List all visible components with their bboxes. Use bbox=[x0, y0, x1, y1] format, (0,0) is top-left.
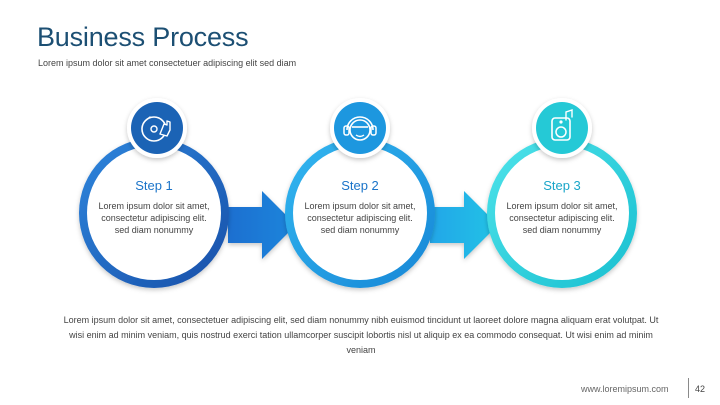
step-1-circle bbox=[79, 138, 229, 288]
step-3-circle bbox=[487, 138, 637, 288]
footer-divider bbox=[688, 378, 689, 398]
step-2-title: Step 2 bbox=[341, 178, 379, 193]
step-1-text: Lorem ipsum dolor sit amet, consectetur … bbox=[98, 201, 210, 235]
page-number: 42 bbox=[695, 384, 706, 394]
page-title: Business Process bbox=[37, 22, 249, 52]
arrow-1-to-2 bbox=[228, 191, 296, 259]
turntable-hand-icon bbox=[127, 98, 187, 158]
step-2-text: Lorem ipsum dolor sit amet, consectetur … bbox=[304, 201, 416, 235]
step-1-content: Step 1 Lorem ipsum dolor sit amet, conse… bbox=[94, 178, 214, 236]
description-paragraph: Lorem ipsum dolor sit amet, consectetuer… bbox=[63, 315, 659, 355]
step-3-content: Step 3 Lorem ipsum dolor sit amet, conse… bbox=[502, 178, 622, 236]
step-3-text: Lorem ipsum dolor sit amet, consectetur … bbox=[506, 201, 618, 235]
step-2-content: Step 2 Lorem ipsum dolor sit amet, conse… bbox=[300, 178, 420, 236]
step-3-title: Step 3 bbox=[543, 178, 581, 193]
headphones-face-icon bbox=[330, 98, 390, 158]
page-subtitle: Lorem ipsum dolor sit amet consectetuer … bbox=[38, 58, 297, 68]
footer-url-link[interactable]: www.loremipsum.com bbox=[581, 384, 669, 394]
step-2-circle bbox=[285, 138, 435, 288]
step-1-title: Step 1 bbox=[135, 178, 173, 193]
arrow-2-to-3 bbox=[430, 191, 498, 259]
speaker-music-icon bbox=[532, 98, 592, 158]
